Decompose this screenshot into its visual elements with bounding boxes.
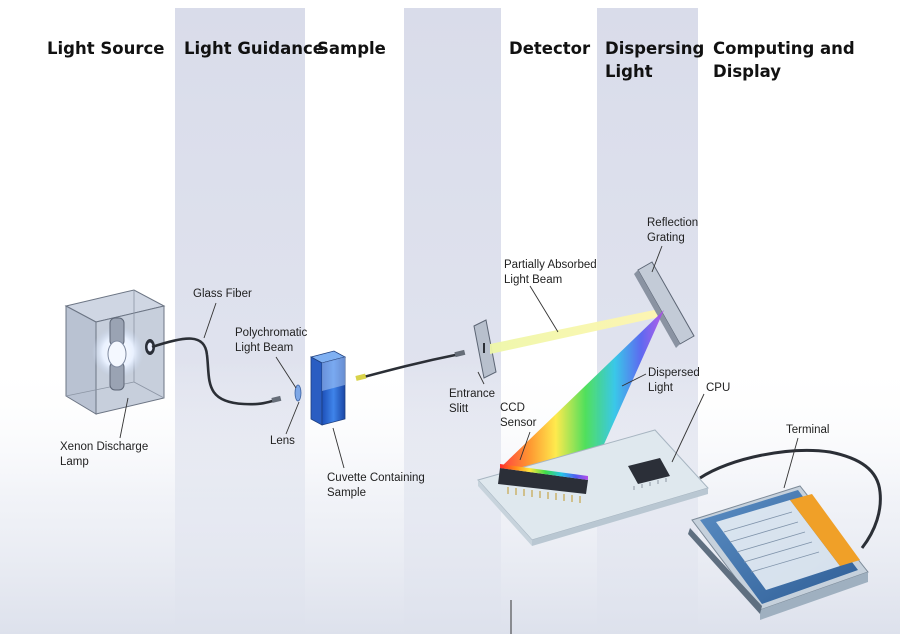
- header-light-source: Light Source: [47, 39, 165, 58]
- header-light-guidance: Light Guidance: [184, 39, 324, 58]
- header-computing-line2: Display: [713, 62, 782, 81]
- label-glass-fiber: Glass Fiber: [193, 288, 252, 300]
- header-sample: Sample: [317, 39, 386, 58]
- header-dispersing-line1: Dispersing: [605, 39, 705, 58]
- header-dispersing-line2: Light: [605, 62, 653, 81]
- label-entrance-line2: Slitt: [449, 403, 469, 415]
- cpu-chip: [628, 458, 670, 490]
- slit-opening: [483, 343, 485, 353]
- label-partially-absorbed-line1: Partially Absorbed: [504, 259, 597, 271]
- header-detector: Detector: [509, 39, 591, 58]
- circuit-board: [477, 429, 709, 546]
- label-xenon-line1: Xenon Discharge: [60, 441, 149, 453]
- cuvette: [309, 350, 347, 426]
- glass-fiber-cable: [151, 337, 277, 406]
- label-reflection-line2: Grating: [647, 232, 685, 244]
- terminal-cable: [699, 448, 882, 549]
- reflection-grating: [634, 261, 695, 348]
- label-dispersed-line1: Dispersed: [648, 367, 700, 379]
- fiber-to-slit: [359, 352, 461, 380]
- label-cpu: CPU: [706, 382, 731, 394]
- label-dispersed-line2: Light: [648, 382, 673, 394]
- header-computing-line1: Computing and: [713, 39, 855, 58]
- label-cuvette-line2: Sample: [327, 487, 366, 499]
- leader-lines: [119, 245, 799, 489]
- label-polychromatic-line1: Polychromatic: [235, 327, 308, 339]
- label-ccd-line1: CCD: [500, 402, 525, 414]
- fiber-end-2: [454, 349, 466, 358]
- label-polychromatic-line2: Light Beam: [235, 342, 294, 354]
- lens-element: [294, 384, 302, 402]
- label-xenon-line2: Lamp: [60, 456, 89, 468]
- fiber-end: [355, 373, 367, 381]
- label-partially-absorbed-line2: Light Beam: [504, 274, 563, 286]
- xenon-lamp-cube: [64, 289, 166, 415]
- terminal-device: [688, 485, 869, 620]
- dispersed-light-fan: [500, 310, 664, 480]
- ccd-sensor-chip: [498, 464, 588, 503]
- label-entrance-line1: Entrance: [449, 388, 496, 400]
- label-reflection-line1: Reflection: [647, 217, 699, 229]
- label-ccd-line2: Sensor: [500, 417, 537, 429]
- label-lens: Lens: [270, 435, 295, 447]
- label-terminal: Terminal: [786, 424, 830, 436]
- label-cuvette-line1: Cuvette Containing: [327, 472, 425, 484]
- partially-absorbed-beam: [490, 308, 664, 354]
- fiber-connector: [271, 395, 282, 403]
